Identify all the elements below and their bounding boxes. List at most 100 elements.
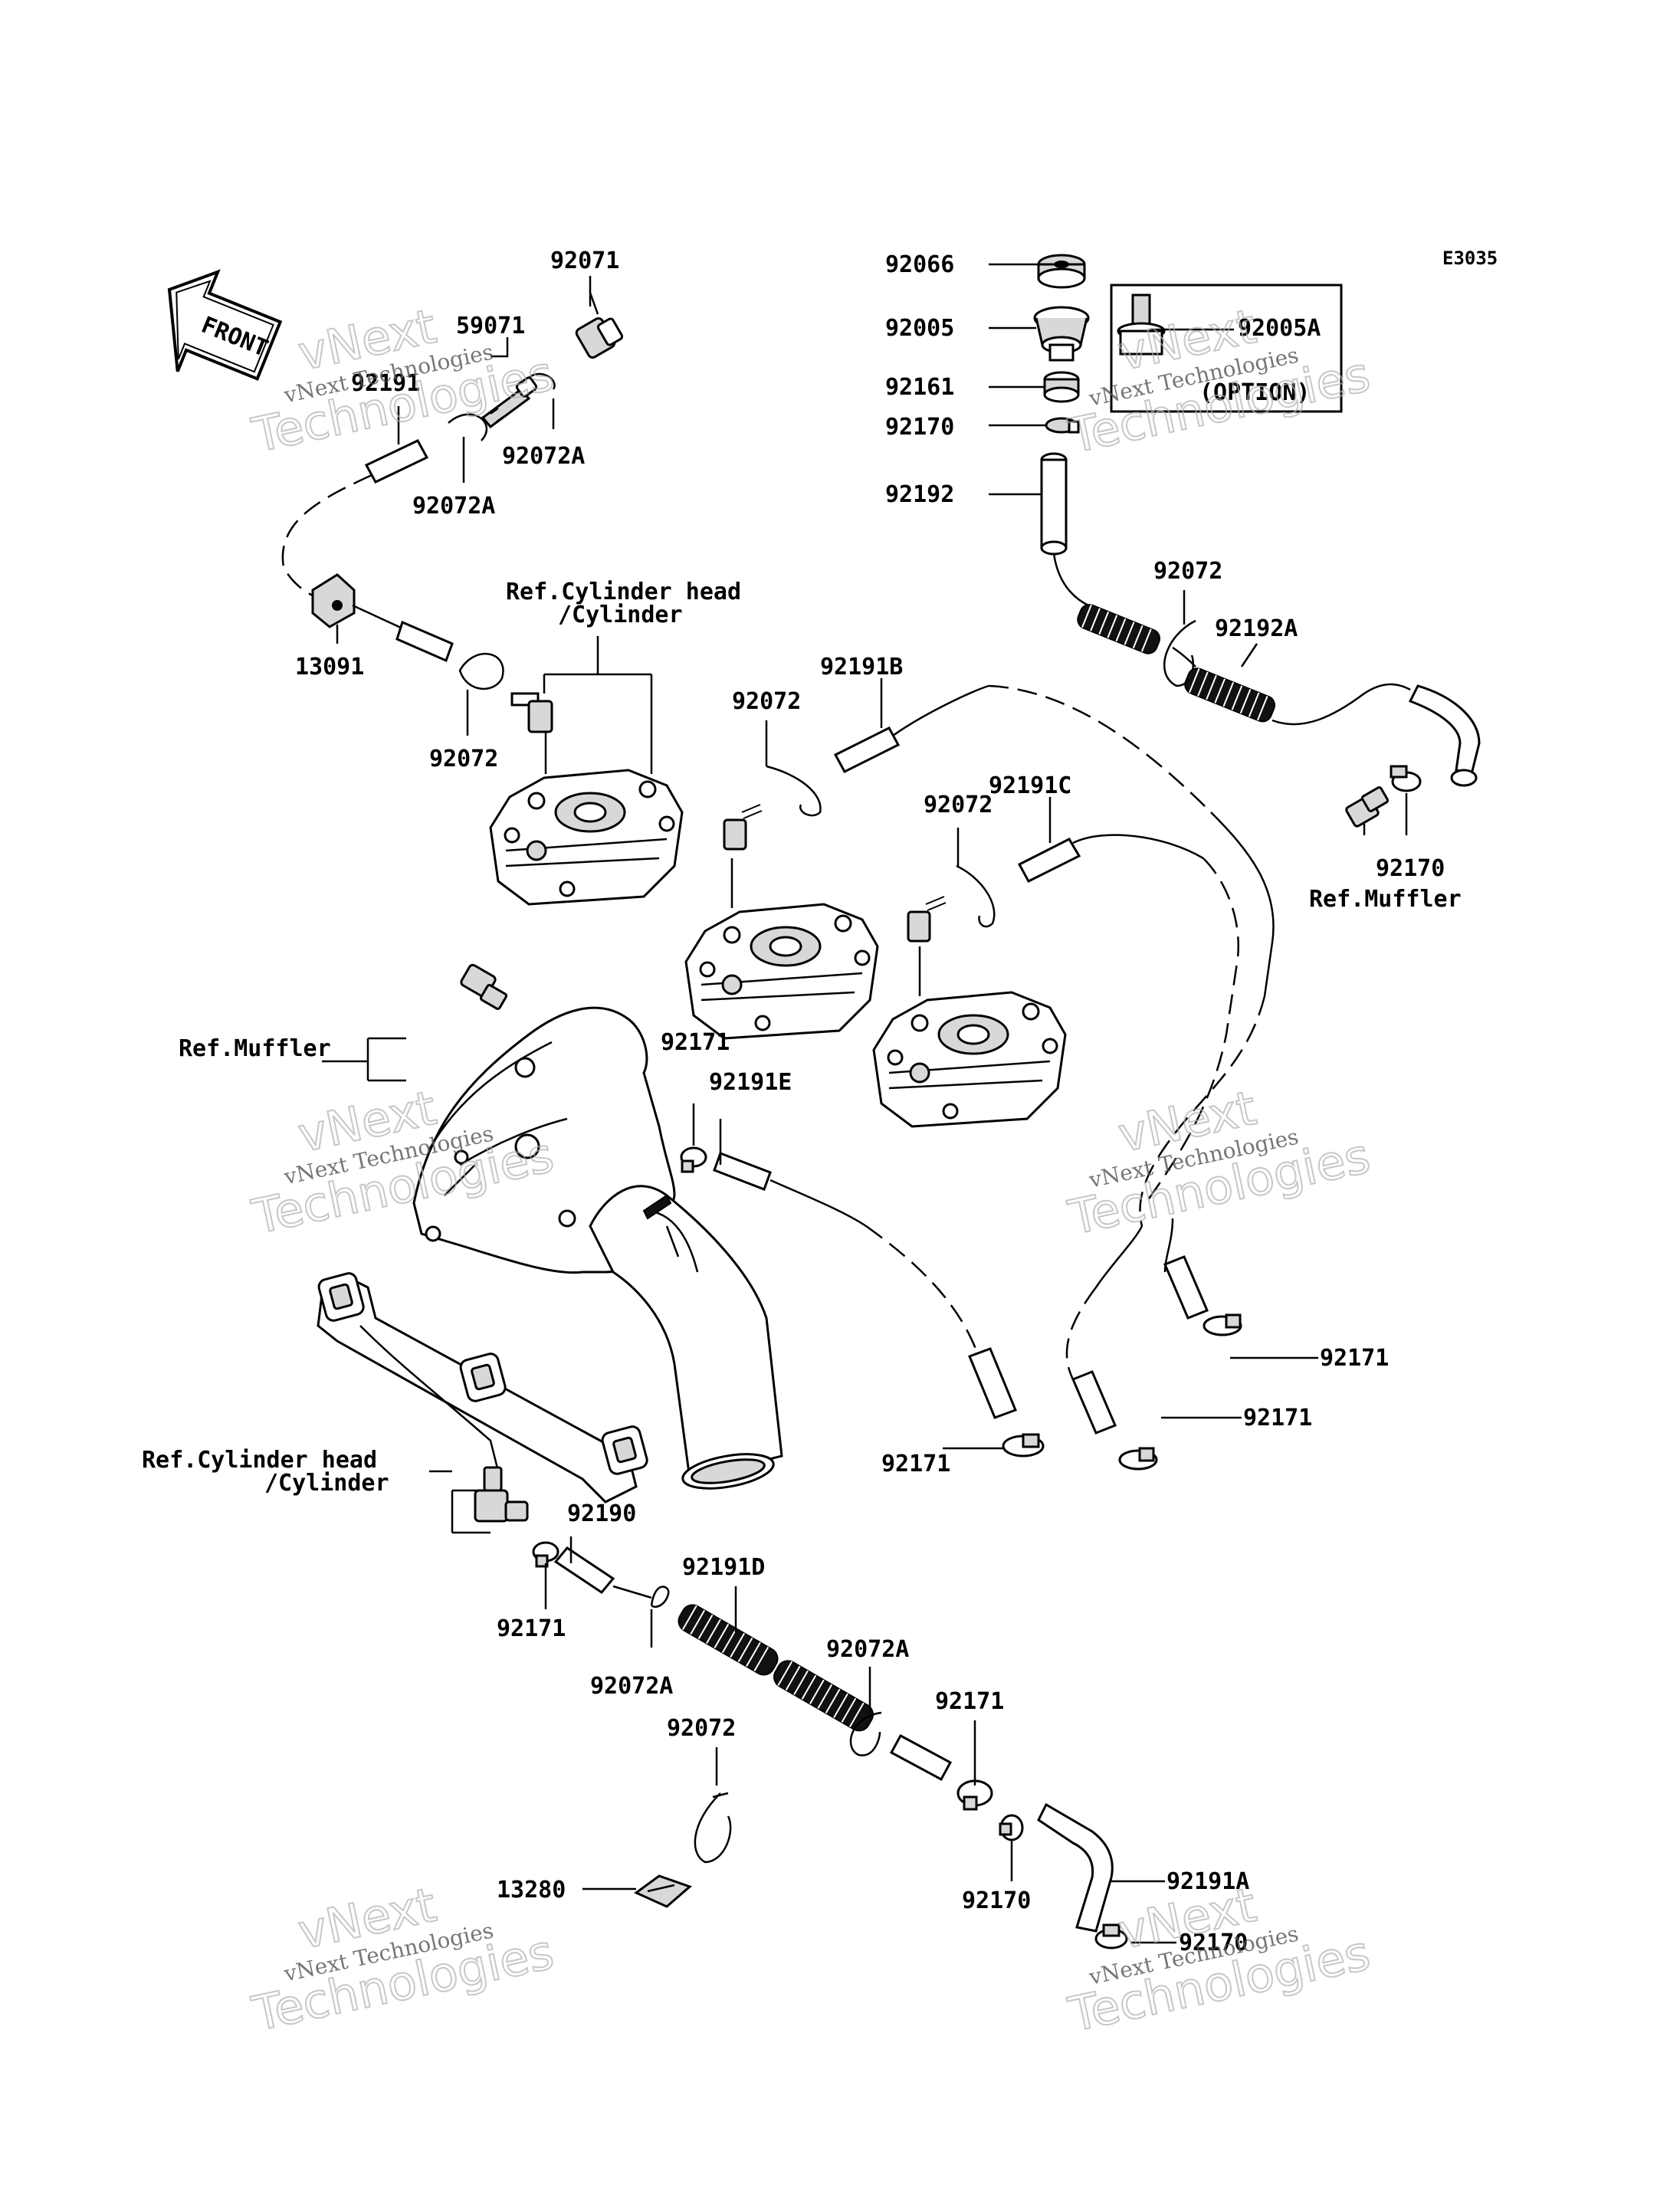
line-92191E <box>769 1179 867 1228</box>
label-59071: 59071 <box>456 313 525 339</box>
hose-elbow-right <box>1408 684 1481 787</box>
label-92161: 92161 <box>885 374 954 401</box>
line-92191B <box>892 684 989 737</box>
label-ref-muffler-l: Ref.Muffler <box>179 1035 331 1062</box>
fitting-92071 <box>575 292 624 359</box>
fitting-13091 <box>311 573 356 628</box>
hose-route-top-left <box>281 474 372 599</box>
elbow-fitting-right <box>907 896 947 943</box>
route-92191B-d <box>1094 1225 1144 1288</box>
label-92066: 92066 <box>885 251 954 278</box>
clamp-right-2 <box>1203 1313 1242 1336</box>
label-92005: 92005 <box>885 315 954 342</box>
nipple-ref-muffler <box>1345 786 1390 828</box>
label-92191D: 92191D <box>682 1554 765 1581</box>
watermark-top-right: vNext Technologies vNext Technologies <box>1063 297 1376 465</box>
clamp-92072A-lower <box>448 413 487 441</box>
part-labels: 92071 59071 92191 92072A 92072A 13091 Re… <box>142 248 1462 1956</box>
label-92171-c: 92171 <box>1243 1405 1312 1431</box>
label-cylinder-2: /Cylinder <box>264 1470 389 1497</box>
hose-92192A-coil-2 <box>1184 667 1276 723</box>
label-ref-cylinder-head-1: Ref.Cylinder head <box>506 579 741 605</box>
clamp-92171-b <box>1118 1447 1158 1471</box>
label-92005A: 92005A <box>1238 315 1321 342</box>
cylinder-head-3 <box>872 946 1067 1128</box>
label-92072-e: 92072 <box>667 1715 736 1742</box>
label-92170-b: 92170 <box>962 1887 1031 1914</box>
label-92170-top: 92170 <box>885 414 954 441</box>
route-92191C <box>1144 857 1239 1204</box>
label-92192: 92192 <box>885 481 954 508</box>
clamp-92171-a <box>680 1146 707 1173</box>
hose-92191D-coil-1 <box>678 1604 779 1676</box>
line-92190 <box>612 1585 652 1599</box>
clamp-92170-right <box>1390 765 1422 792</box>
label-92170-c: 92170 <box>1179 1930 1248 1956</box>
hose-end-92191E <box>968 1347 1017 1419</box>
hose-92191A <box>1037 1802 1114 1933</box>
label-92072A-4: 92072A <box>826 1636 909 1663</box>
line-13091-hose <box>352 604 403 630</box>
clamp-92170-b <box>999 1814 1024 1841</box>
clamp-92072-right <box>956 864 996 928</box>
label-13280: 13280 <box>497 1877 566 1904</box>
label-92072-a: 92072 <box>429 746 498 772</box>
hose-92190 <box>553 1546 615 1594</box>
clamp-92072-bottom <box>694 1792 732 1864</box>
label-92191A: 92191A <box>1166 1868 1249 1895</box>
plug-92005 <box>1033 306 1090 362</box>
route-92191B-e <box>1065 1287 1098 1380</box>
hose-92191-top <box>364 439 429 484</box>
route-92191B-a <box>988 684 1212 813</box>
clamp-92072A-upper <box>528 372 556 390</box>
label-92170-r: 92170 <box>1376 855 1445 882</box>
clamp-92072-left <box>458 652 504 690</box>
watermark-top-left: vNext Technologies vNext Technologies <box>247 297 559 464</box>
label-ref-muffler-r: Ref.Muffler <box>1309 886 1462 913</box>
fitting-59071 <box>481 376 538 429</box>
label-92192A: 92192A <box>1215 615 1298 642</box>
clamp-92072A-bottom-2 <box>849 1711 882 1756</box>
seal-92161 <box>1043 371 1080 403</box>
label-option: (OPTION) <box>1199 379 1311 406</box>
option-box <box>1110 284 1343 413</box>
clamp-92072A-bottom-1 <box>650 1585 670 1608</box>
label-92072-b: 92072 <box>732 688 801 715</box>
pad-13280 <box>634 1874 692 1908</box>
cylinder-head-2 <box>684 858 879 1040</box>
hose-92192 <box>1040 452 1068 556</box>
label-92171-d: 92171 <box>881 1451 950 1477</box>
front-arrow-icon: FRONT <box>167 269 283 381</box>
clamp-92171-f <box>956 1779 993 1811</box>
hose-92191C <box>1017 838 1081 883</box>
exhaust-manifold <box>317 1272 648 1503</box>
label-92171-e: 92171 <box>497 1615 566 1642</box>
hose-92191B <box>833 726 901 773</box>
label-92191C: 92191C <box>989 772 1071 799</box>
hose-92192A-coil-1 <box>1077 604 1160 654</box>
label-92072A-1: 92072A <box>502 443 585 470</box>
clamp-92072-mid <box>766 765 822 817</box>
route-92191E <box>865 1225 979 1353</box>
route-92191B-c <box>1139 995 1266 1227</box>
cylinder-head-1 <box>489 732 684 906</box>
clamp-92171-e <box>532 1541 559 1568</box>
label-92072A-3: 92072A <box>590 1673 673 1700</box>
line-92192A-a <box>1172 646 1196 667</box>
hose-92191E <box>713 1152 772 1191</box>
label-92191B: 92191B <box>820 654 903 680</box>
elbow-fitting-bottom <box>474 1466 529 1523</box>
label-92072-d: 92072 <box>1153 558 1222 585</box>
line-92191C <box>1072 834 1204 860</box>
hose-92191D-coil-2 <box>773 1660 874 1732</box>
label-92072A-2: 92072A <box>412 493 495 520</box>
leader-lines <box>322 263 1408 1944</box>
hose-short-bottom <box>889 1733 953 1782</box>
line-92192A-b <box>1271 683 1411 726</box>
clamp-92171-d <box>1002 1433 1045 1458</box>
label-92190: 92190 <box>567 1500 636 1527</box>
diagram-code: E3035 <box>1442 248 1498 269</box>
clamp-92170-c <box>1094 1923 1128 1949</box>
hose-short-13091 <box>395 620 454 663</box>
hose-end-right-b <box>1163 1255 1209 1320</box>
